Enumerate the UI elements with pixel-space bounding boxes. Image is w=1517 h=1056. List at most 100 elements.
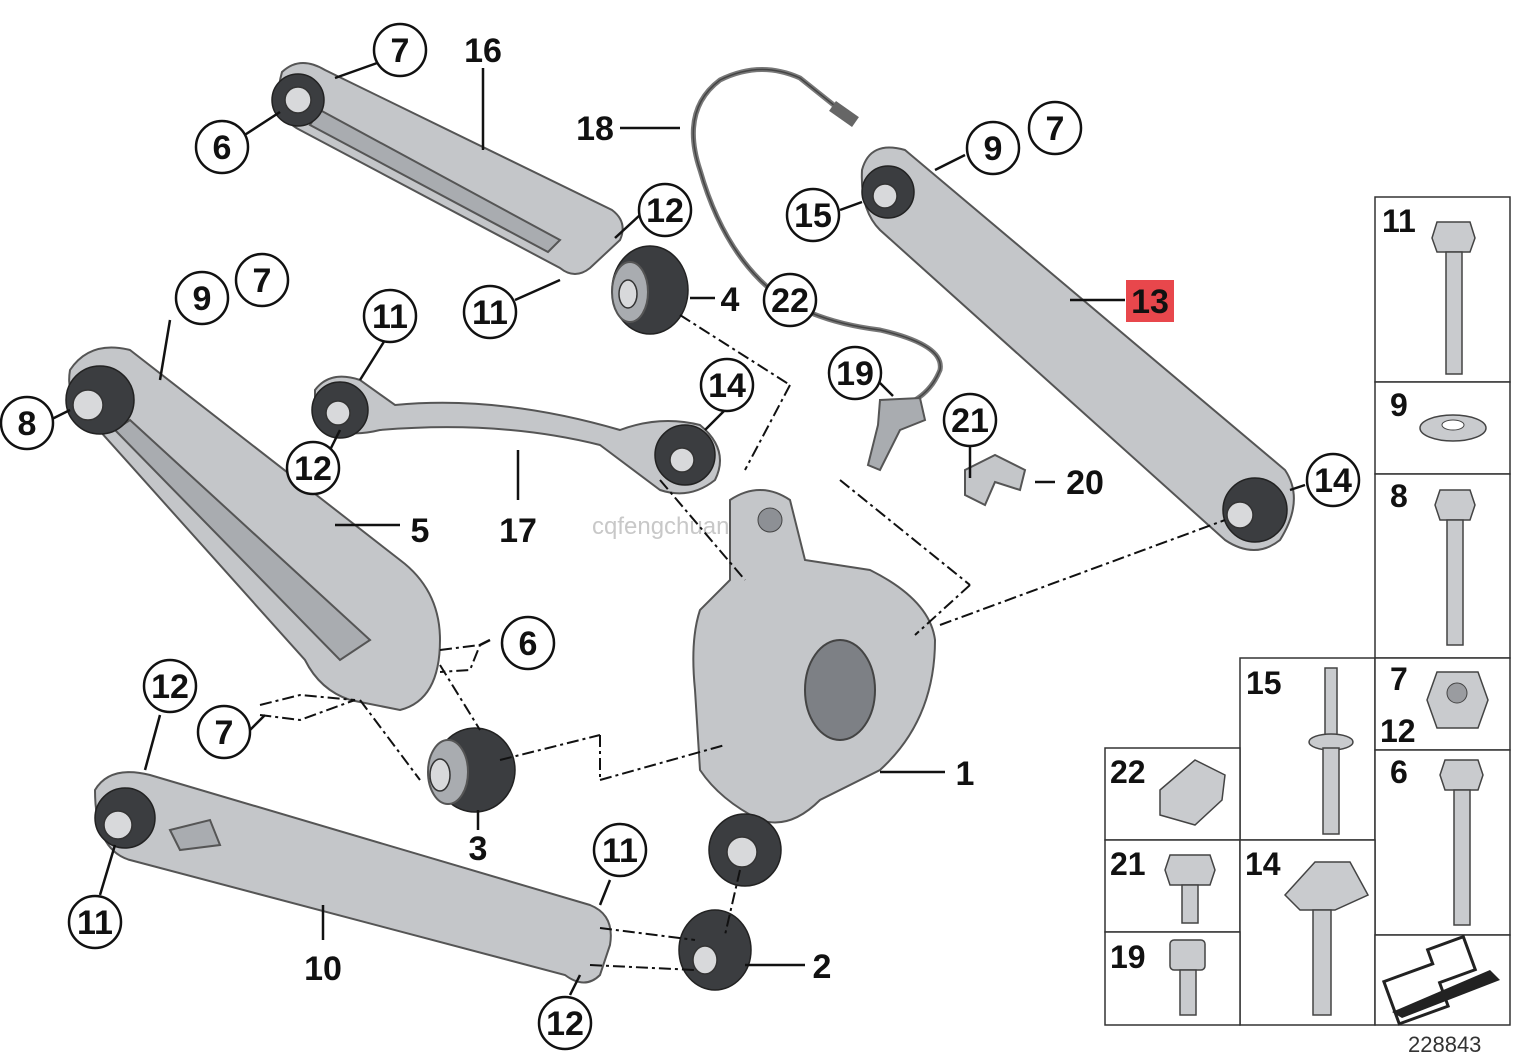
callout-2: 2 <box>813 948 832 986</box>
callout-11: 11 <box>462 284 518 340</box>
callout-14: 14 <box>1305 452 1361 508</box>
lower-control-arm-10 <box>93 771 612 984</box>
direction-arrow-icon <box>1381 934 1500 1026</box>
callout-16: 16 <box>464 32 502 70</box>
svg-text:4: 4 <box>721 281 740 319</box>
callout-14: 14 <box>699 357 755 413</box>
upper-control-arm-16 <box>271 62 624 275</box>
svg-text:22: 22 <box>1110 754 1146 790</box>
callout-18: 18 <box>576 110 614 148</box>
speed-sensor-cable-18 <box>690 67 943 408</box>
svg-text:12: 12 <box>294 450 332 488</box>
svg-text:11: 11 <box>602 832 638 870</box>
svg-text:11: 11 <box>472 294 508 332</box>
svg-text:9: 9 <box>984 130 1003 168</box>
svg-text:2: 2 <box>813 948 832 986</box>
svg-text:14: 14 <box>708 367 746 405</box>
svg-text:10: 10 <box>304 950 342 988</box>
bushing-3 <box>427 727 516 813</box>
hardware-cell-15: 15 <box>1239 657 1376 841</box>
callout-8: 8 <box>0 395 55 451</box>
clip-20 <box>964 453 1027 507</box>
svg-text:9: 9 <box>193 280 212 318</box>
callout-7: 7 <box>234 252 290 308</box>
callout-12: 12 <box>285 440 341 496</box>
svg-text:11: 11 <box>1382 203 1416 239</box>
callouts: 7 16 6 12 11 4 18 22 19 21 20 9 7 15 13 … <box>0 22 1361 1051</box>
callout-9: 9 <box>965 120 1021 176</box>
svg-text:18: 18 <box>576 110 614 148</box>
hardware-cell-8: 8 <box>1374 473 1511 659</box>
callout-11: 11 <box>362 288 418 344</box>
svg-text:12: 12 <box>151 668 189 706</box>
svg-text:8: 8 <box>18 405 37 443</box>
callout-12: 12 <box>537 995 593 1051</box>
svg-text:20: 20 <box>1066 464 1104 502</box>
control-arm-17 <box>311 375 721 495</box>
callout-22: 22 <box>762 272 818 328</box>
leader-lines <box>49 60 1306 996</box>
callout-19: 19 <box>827 345 883 401</box>
callout-11: 11 <box>592 822 648 878</box>
callout-20: 20 <box>1066 464 1104 502</box>
svg-text:13: 13 <box>1131 283 1169 321</box>
direction-arrow-cell <box>1374 934 1511 1026</box>
svg-text:7: 7 <box>1390 661 1408 697</box>
hardware-cell-19: 19 <box>1104 931 1241 1026</box>
svg-text:12: 12 <box>1380 713 1416 749</box>
svg-text:7: 7 <box>253 262 272 300</box>
svg-text:15: 15 <box>1246 665 1282 701</box>
svg-text:14: 14 <box>1314 462 1352 500</box>
svg-text:16: 16 <box>464 32 502 70</box>
callout-15: 15 <box>785 187 841 243</box>
hardware-cell-14: 14 <box>1239 839 1376 1026</box>
svg-text:21: 21 <box>1110 846 1146 882</box>
callout-6: 6 <box>194 119 250 175</box>
svg-text:6: 6 <box>519 625 538 663</box>
callout-3: 3 <box>469 830 488 868</box>
callout-4: 4 <box>721 281 740 319</box>
svg-text:12: 12 <box>646 192 684 230</box>
bushing-2 <box>678 909 752 991</box>
svg-text:11: 11 <box>372 298 408 336</box>
hardware-cell-6: 6 <box>1374 749 1511 936</box>
hardware-table: 11 9 8 15 7 12 <box>1104 196 1511 1026</box>
callout-12: 12 <box>142 658 198 714</box>
svg-text:22: 22 <box>771 282 809 320</box>
svg-text:7: 7 <box>215 714 234 752</box>
callout-9: 9 <box>174 270 230 326</box>
svg-text:7: 7 <box>1046 110 1065 148</box>
svg-text:14: 14 <box>1245 846 1281 882</box>
callout-5: 5 <box>411 512 430 550</box>
callout-7: 7 <box>196 704 252 760</box>
svg-text:6: 6 <box>1390 754 1408 790</box>
svg-text:17: 17 <box>499 512 537 550</box>
svg-text:6: 6 <box>213 129 232 167</box>
callout-10: 10 <box>304 950 342 988</box>
svg-text:19: 19 <box>836 355 874 393</box>
svg-text:9: 9 <box>1390 387 1408 423</box>
hardware-cell-7-12: 7 12 <box>1374 657 1511 751</box>
hardware-cell-21: 21 <box>1104 839 1241 933</box>
svg-text:1: 1 <box>956 755 975 793</box>
svg-text:19: 19 <box>1110 939 1146 975</box>
callout-7: 7 <box>372 22 428 78</box>
hardware-cell-22: 22 <box>1104 747 1241 841</box>
svg-text:15: 15 <box>794 197 832 235</box>
hardware-cell-11: 11 <box>1374 196 1511 383</box>
callout-12: 12 <box>637 182 693 238</box>
wheel-carrier-1 <box>692 489 937 887</box>
callout-21: 21 <box>942 392 998 448</box>
callout-11: 11 <box>67 894 123 950</box>
callout-6: 6 <box>500 615 556 671</box>
svg-text:12: 12 <box>546 1005 584 1043</box>
control-arm-13 <box>860 146 1295 551</box>
callout-13-highlighted: 13 <box>1126 280 1174 322</box>
callout-1: 1 <box>956 755 975 793</box>
bushing-4 <box>611 245 689 335</box>
callout-7: 7 <box>1027 100 1083 156</box>
svg-text:11: 11 <box>77 904 113 942</box>
control-arm-5 <box>65 346 442 712</box>
svg-text:3: 3 <box>469 830 488 868</box>
